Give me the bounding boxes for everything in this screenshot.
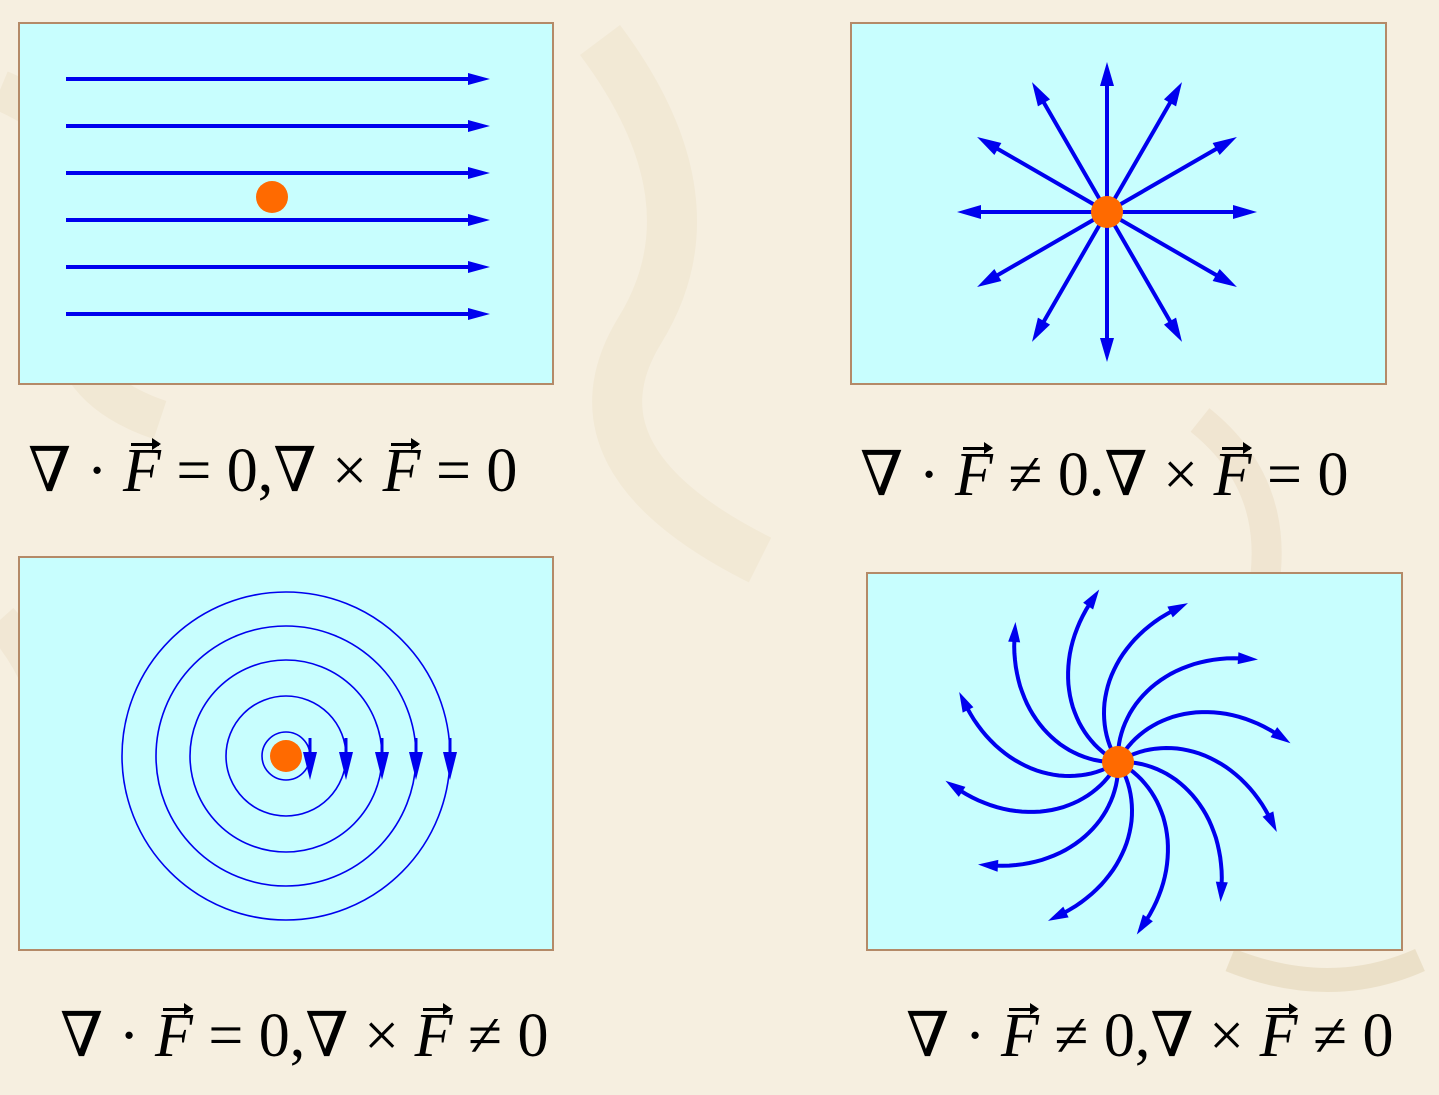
field-line-arrowhead — [468, 167, 490, 179]
equation-uniform: ∇ · F = 0,∇ × F = 0 — [28, 437, 518, 505]
spiral-arrowhead — [1008, 621, 1021, 643]
divergence-relation: ≠ — [1054, 1002, 1089, 1070]
radial-arrowhead — [1032, 82, 1051, 107]
spiral-field-line — [1066, 595, 1114, 760]
circular-arrowhead — [339, 752, 353, 780]
radial-field-line — [1105, 144, 1223, 214]
spiral-field-line — [986, 768, 1120, 868]
spiral-arrowhead — [945, 780, 966, 797]
spiral-arrowhead — [1048, 906, 1069, 921]
charge-point — [1102, 746, 1134, 778]
circular-arrowhead — [443, 752, 457, 780]
radial-arrowhead — [1212, 137, 1237, 156]
radial-arrowhead — [1100, 62, 1114, 86]
radial-arrowhead — [1163, 317, 1182, 342]
radial-field-line — [1039, 96, 1109, 213]
radial-field-line — [1105, 210, 1175, 328]
curl-relation: ≠ — [467, 1002, 502, 1070]
field-vector: F — [122, 437, 161, 505]
curl-relation: ≠ — [1313, 1002, 1348, 1070]
radial-arrowhead — [977, 268, 1002, 287]
spiral-field-line — [1012, 630, 1112, 764]
circular-arrowhead — [409, 752, 423, 780]
spiral-arrowhead — [1136, 914, 1153, 935]
spiral-field-line — [1055, 766, 1135, 919]
charge-point — [1091, 196, 1123, 228]
radial-arrowhead — [1233, 205, 1257, 219]
spiral-field-line — [1116, 656, 1250, 756]
spiral-field-line — [1124, 760, 1224, 894]
divergence-relation: = — [208, 1002, 244, 1070]
curl-relation: = — [435, 437, 471, 505]
nabla-symbol: ∇ — [28, 437, 72, 505]
vortex-field-diagram — [121, 591, 457, 921]
spiral-field-line — [1122, 745, 1275, 825]
spiral-field-diagram — [945, 589, 1291, 935]
spiral-arrowhead — [959, 692, 974, 713]
uniform-field-diagram — [66, 73, 490, 320]
divergence-relation: ≠ — [1008, 441, 1043, 509]
spiral-arrowhead — [1215, 881, 1228, 903]
equation-vortex: ∇ · F = 0,∇ × F ≠ 0 — [60, 1002, 549, 1070]
charge-point — [256, 181, 288, 213]
source-field-panel — [850, 22, 1387, 385]
spiral-arrowhead — [1237, 652, 1259, 665]
radial-arrowhead — [957, 205, 981, 219]
field-line-arrowhead — [468, 214, 490, 226]
field-line-arrowhead — [468, 308, 490, 320]
radial-arrowhead — [977, 137, 1002, 156]
radial-field-line — [991, 210, 1108, 280]
spiral-arrowhead — [1083, 589, 1100, 610]
spiral-field-line — [1101, 605, 1181, 758]
circular-arrowhead — [303, 752, 317, 780]
radial-field-line — [991, 144, 1108, 214]
spiral-arrowhead — [977, 859, 999, 872]
spiral-field-line — [951, 766, 1116, 814]
spiral-field-line — [961, 699, 1114, 779]
radial-field-line — [1105, 210, 1223, 280]
spiral-field-line — [1120, 710, 1285, 758]
circular-arrowhead — [375, 752, 389, 780]
field-line-arrowhead — [468, 261, 490, 273]
radial-field-line — [1105, 96, 1175, 213]
radial-arrowhead — [1163, 82, 1182, 107]
equation-spiral: ∇ · F ≠ 0,∇ × F ≠ 0 — [906, 1002, 1394, 1070]
charge-point — [270, 740, 302, 772]
spiral-arrowhead — [1270, 727, 1291, 744]
spiral-field-panel — [866, 572, 1403, 951]
equation-source: ∇ · F ≠ 0.∇ × F = 0 — [860, 441, 1349, 509]
spiral-arrowhead — [1167, 603, 1188, 618]
divergence-relation: = — [176, 437, 212, 505]
radial-field-line — [1039, 210, 1109, 328]
curl-relation: = — [1267, 441, 1302, 509]
spiral-field-line — [1122, 764, 1170, 929]
radial-arrowhead — [1032, 317, 1051, 342]
radial-arrowhead — [1100, 338, 1114, 362]
spiral-arrowhead — [1262, 811, 1277, 832]
field-line-arrowhead — [468, 120, 490, 132]
vortex-field-panel — [18, 556, 554, 951]
uniform-field-panel — [18, 22, 554, 385]
radial-arrowhead — [1212, 268, 1237, 287]
source-field-diagram — [957, 62, 1257, 362]
field-line-arrowhead — [468, 73, 490, 85]
